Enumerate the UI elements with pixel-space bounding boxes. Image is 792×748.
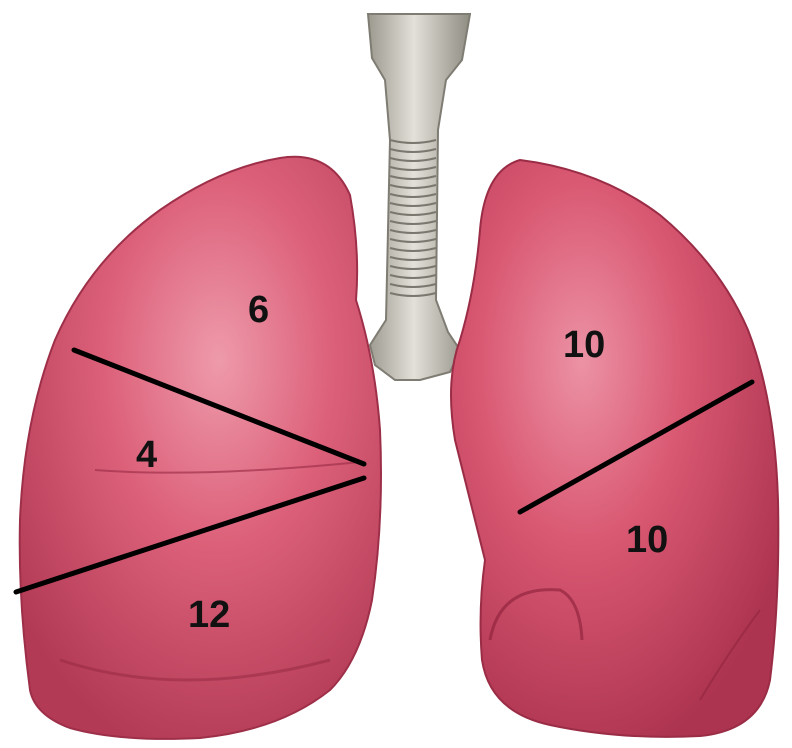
trachea-icon bbox=[368, 14, 470, 380]
left-upper-lobe-label: 10 bbox=[563, 324, 605, 366]
right-middle-lobe-label: 4 bbox=[136, 434, 157, 476]
right-lower-lobe-label: 12 bbox=[188, 594, 230, 636]
right-upper-lobe-label: 6 bbox=[248, 289, 269, 331]
left-lower-lobe-label: 10 bbox=[626, 519, 668, 561]
left-lung-icon bbox=[451, 160, 778, 737]
